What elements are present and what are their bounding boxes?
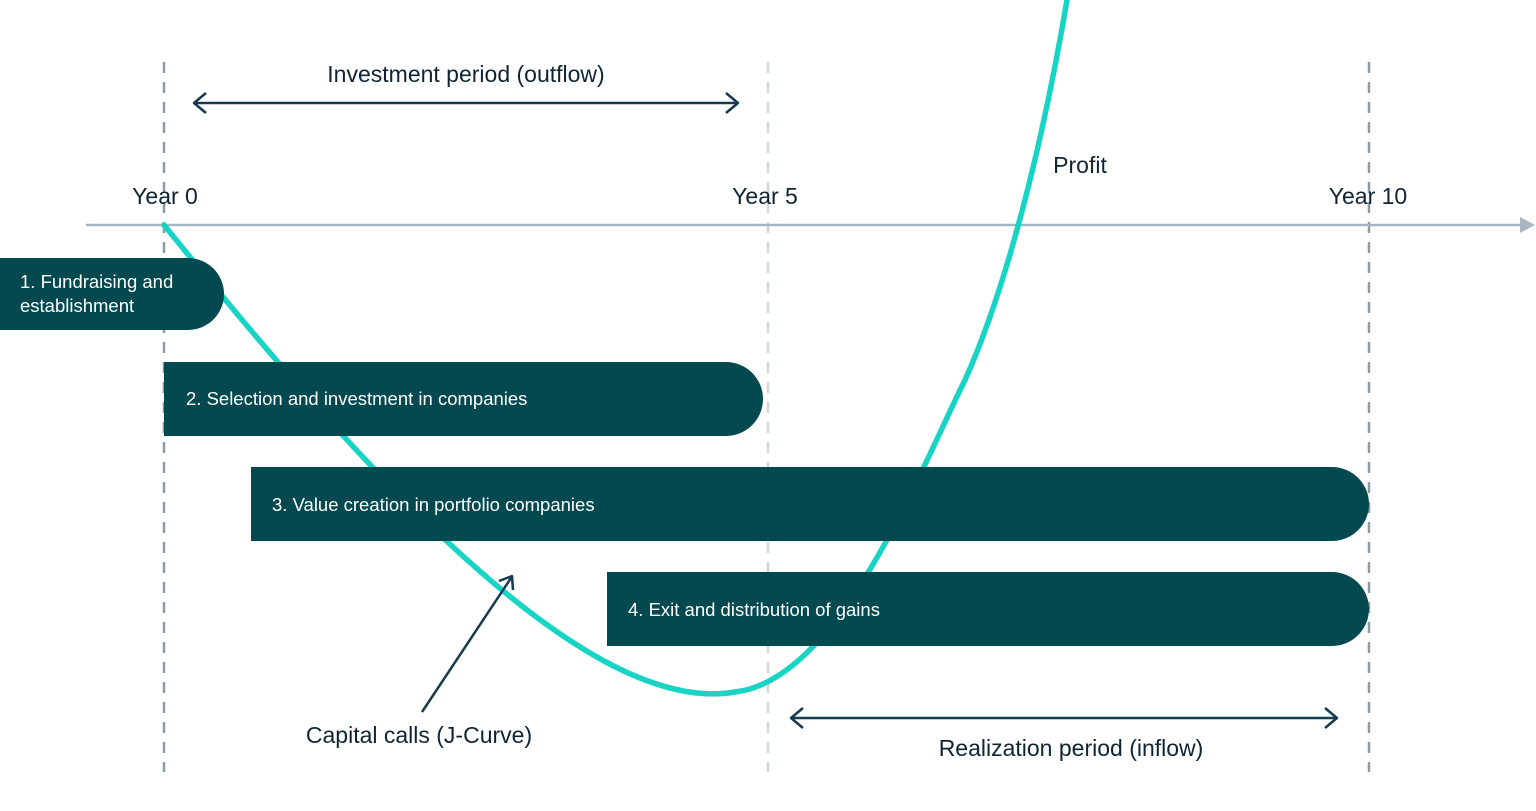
time-axis-arrowhead <box>1520 217 1535 233</box>
investment-period-arrow <box>192 92 740 114</box>
phase-bar-1: 1. Fundraising and establishment <box>0 258 224 330</box>
year-5-label: Year 5 <box>732 183 798 209</box>
capital-calls-pointer-arrow <box>420 574 515 713</box>
phase-3-label: 3. Value creation in portfolio companies <box>272 494 595 515</box>
phase-4-label: 4. Exit and distribution of gains <box>628 599 880 620</box>
realization-period-arrow <box>789 707 1339 729</box>
phase-bar-4: 4. Exit and distribution of gains <box>607 572 1369 646</box>
realization-period-label: Realization period (inflow) <box>939 735 1204 761</box>
phase-2-label: 2. Selection and investment in companies <box>186 388 527 409</box>
profit-label: Profit <box>1053 152 1107 178</box>
investment-period-label: Investment period (outflow) <box>327 61 604 87</box>
year-0-label: Year 0 <box>132 183 198 209</box>
phase-bar-3: 3. Value creation in portfolio companies <box>251 467 1369 541</box>
year-10-label: Year 10 <box>1329 183 1407 209</box>
phase-1-label-line-1: 1. Fundraising and <box>20 271 173 292</box>
capital-calls-label: Capital calls (J-Curve) <box>306 722 532 748</box>
phase-bar-2: 2. Selection and investment in companies <box>164 362 763 436</box>
phase-1-label-line-2: establishment <box>20 295 134 316</box>
